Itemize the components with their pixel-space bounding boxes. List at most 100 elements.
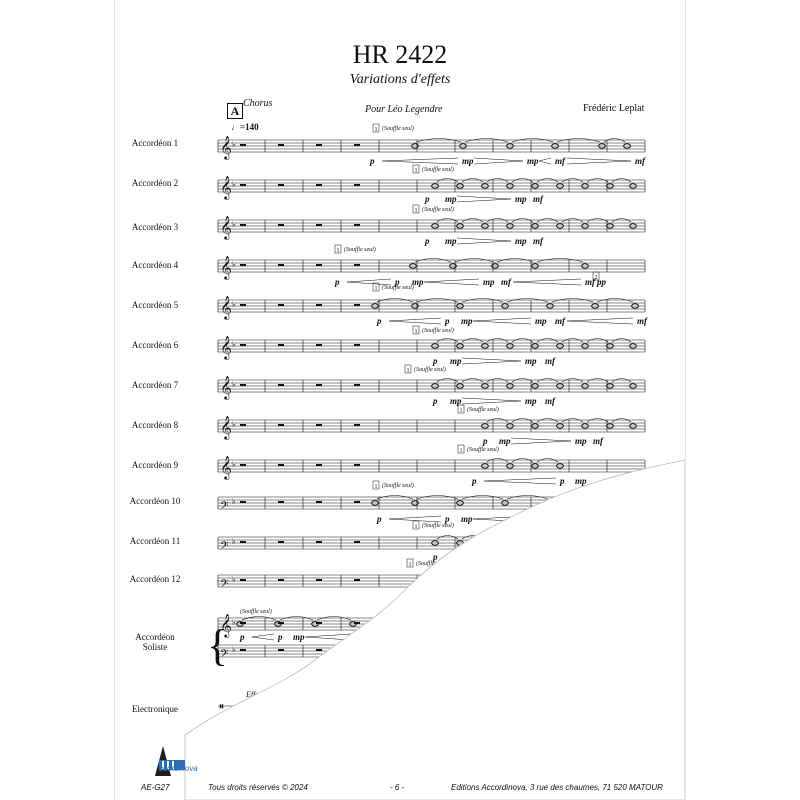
whole-note	[456, 500, 464, 506]
instrument-label-4: Accordéon 4	[131, 260, 179, 270]
cue-box	[404, 364, 412, 374]
section-label: Chorus	[243, 98, 273, 109]
dynamic-p: p	[559, 476, 565, 486]
whole-note	[556, 223, 564, 229]
whole-rest	[278, 649, 284, 651]
tie	[486, 458, 509, 463]
cue-box	[372, 282, 380, 292]
key-signature-flat: ♭	[232, 618, 236, 627]
instrument-label-1: Accordéon 1	[131, 138, 179, 148]
whole-note	[501, 500, 509, 506]
whole-rest	[354, 264, 360, 266]
whole-note	[481, 383, 489, 389]
souffle-seul-label: (Souffle seul)	[382, 284, 414, 291]
staff-5	[217, 299, 646, 313]
whole-note	[581, 183, 589, 189]
whole-rest	[316, 501, 322, 503]
rehearsal-mark: A	[227, 103, 243, 119]
dynamic-mf: mf	[533, 236, 544, 246]
tie	[511, 338, 534, 343]
dynamic-mp: mp	[483, 277, 495, 287]
dynamic-p: p	[424, 194, 430, 204]
bass-clef: 𝄢	[220, 499, 228, 514]
hairpins	[461, 397, 522, 405]
key-signature-flat: ♭	[232, 420, 236, 429]
cue-box	[457, 404, 465, 414]
composer: Frédéric Leplat	[583, 103, 645, 114]
staff-9	[217, 459, 646, 473]
whole-note	[556, 343, 564, 349]
tie	[611, 218, 632, 223]
whole-note	[581, 263, 589, 269]
whole-note	[411, 303, 419, 309]
crescendo	[388, 317, 442, 325]
score-page: HR 2422 Variations d'effets A Chorus Pou…	[115, 0, 685, 800]
footer-publisher: Editions Accordinova, 3 rue des chaumes,…	[451, 783, 663, 792]
whole-note	[606, 183, 614, 189]
whole-rest	[278, 264, 284, 266]
tie	[486, 178, 509, 183]
electronic-label: Electronique	[132, 704, 178, 714]
tie	[461, 178, 484, 183]
footer-code: AE-G27	[141, 783, 170, 792]
cue-number: 1	[375, 484, 378, 490]
crescendo	[538, 157, 552, 165]
whole-note	[629, 423, 637, 429]
tie	[461, 218, 484, 223]
whole-note	[481, 463, 489, 469]
whole-note	[236, 621, 244, 627]
whole-rest	[316, 224, 322, 226]
cue-box	[412, 325, 420, 335]
souffle-seul-label: (Souffle seul)	[422, 166, 454, 173]
whole-rest	[354, 224, 360, 226]
tie	[561, 378, 584, 383]
whole-note	[556, 463, 564, 469]
key-signature-flat: ♭	[232, 497, 236, 506]
dynamic-mp: mp	[515, 194, 527, 204]
tie	[436, 535, 459, 540]
whole-note	[311, 621, 319, 627]
whole-rest	[354, 184, 360, 186]
tie	[561, 218, 584, 223]
dynamic-mp: mp	[461, 316, 473, 326]
instrument-label-6: Accordéon 6	[131, 340, 179, 350]
dynamic-pp: pp	[596, 277, 607, 287]
tie	[511, 378, 534, 383]
instrument-label-3: Accordéon 3	[131, 222, 179, 232]
whole-note	[531, 263, 539, 269]
tie	[611, 338, 632, 343]
footer-rights: Tous droits réservés © 2024	[208, 783, 308, 792]
key-signature-flat: ♭	[232, 300, 236, 309]
whole-note	[531, 343, 539, 349]
instrument-label-9: Accordéon 9	[131, 460, 179, 470]
souffle-seul-label: (Souffle seul)	[382, 482, 414, 489]
whole-note	[456, 383, 464, 389]
whole-rest	[316, 541, 322, 543]
tie	[511, 178, 534, 183]
souffle-seul-label: (Souffle seul)	[344, 246, 376, 253]
whole-rest	[278, 224, 284, 226]
dynamic-mp: mp	[515, 236, 527, 246]
tie	[414, 258, 452, 263]
cue-number: 1	[460, 408, 463, 414]
whole-rest	[316, 424, 322, 426]
tie	[551, 298, 594, 303]
dedication: Pour Léo Legendre	[365, 104, 443, 115]
treble-clef: 𝄞	[220, 417, 232, 440]
dynamic-p: p	[334, 277, 340, 287]
tie	[461, 378, 484, 383]
crescendo	[472, 317, 532, 325]
decrescendo	[461, 357, 522, 365]
souffle-seul-label: (Souffle seul)	[467, 446, 499, 453]
dynamic-mf: mf	[637, 316, 648, 326]
cue-box	[457, 444, 465, 454]
whole-rest	[316, 579, 322, 581]
score-title: HR 2422	[352, 40, 448, 69]
dynamic-mp: mp	[293, 632, 305, 642]
whole-note	[274, 621, 282, 627]
crescendo	[566, 317, 634, 325]
tie	[486, 378, 509, 383]
whole-note	[456, 183, 464, 189]
whole-note	[431, 343, 439, 349]
tie	[586, 178, 609, 183]
